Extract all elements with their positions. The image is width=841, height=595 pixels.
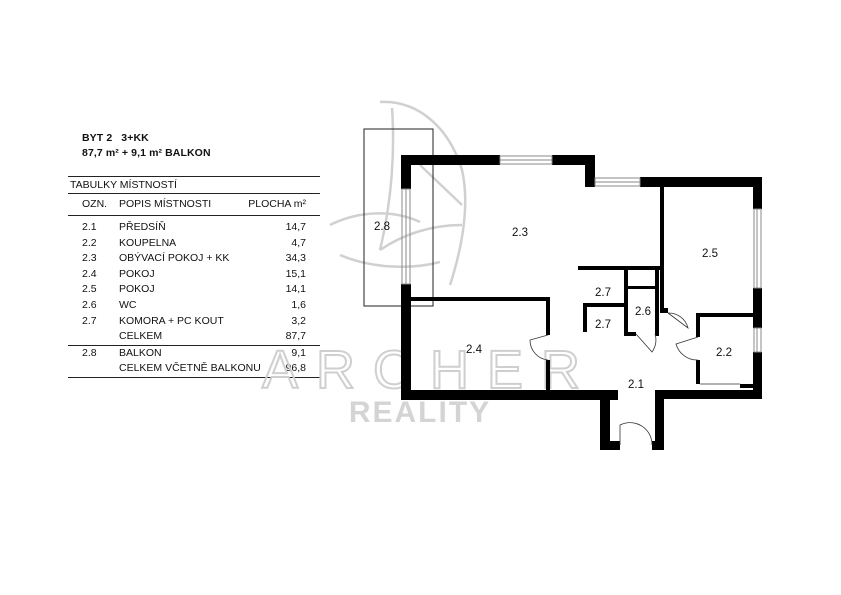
row-name: POKOJ xyxy=(119,283,155,296)
row-name: OBÝVACÍ POKOJ + KK xyxy=(119,252,230,265)
wall xyxy=(624,332,636,336)
room-label-2-2: 2.2 xyxy=(716,347,732,359)
door xyxy=(619,422,653,446)
wall xyxy=(411,297,550,301)
watermark-reality-text: REALITY xyxy=(349,396,491,429)
wall xyxy=(753,352,762,399)
row-id: 2.1 xyxy=(82,221,97,233)
table-row: 2.3 OBÝVACÍ POKOJ + KK 34,3 xyxy=(68,251,320,267)
column-header-area: PLOCHA m² xyxy=(248,198,306,210)
wall xyxy=(583,303,624,307)
table-row-total-with-balcony: CELKEM VČETNĚ BALKONU 96,8 xyxy=(68,361,320,378)
wall xyxy=(401,390,618,400)
table-row: 2.6 WC 1,6 xyxy=(68,298,320,314)
wall xyxy=(696,360,700,384)
wall xyxy=(696,313,753,317)
unit-area: 87,7 m² + 9,1 m² BALKON xyxy=(82,147,211,159)
row-id: 2.3 xyxy=(82,252,97,265)
wall xyxy=(578,266,664,270)
room-label-2-6: 2.6 xyxy=(635,306,651,318)
row-area: 14,7 xyxy=(285,221,306,233)
room-label-2-7-upper: 2.7 xyxy=(595,287,611,299)
row-name: BALKON xyxy=(119,346,162,359)
wall xyxy=(660,308,668,313)
wall xyxy=(624,266,628,336)
door xyxy=(529,334,549,361)
wall xyxy=(628,286,656,289)
wall xyxy=(401,284,411,400)
row-area: 3,2 xyxy=(291,314,306,327)
row-area: 4,7 xyxy=(291,236,306,249)
wall xyxy=(552,155,595,165)
door xyxy=(667,312,689,330)
wall xyxy=(696,313,700,337)
watermark-archer-figure xyxy=(329,100,467,286)
row-id: 2.2 xyxy=(82,236,97,249)
row-id: 2.7 xyxy=(82,314,97,327)
column-header-id: OZN. xyxy=(82,198,108,210)
row-name: CELKEM VČETNĚ BALKONU xyxy=(119,362,261,375)
door xyxy=(635,333,657,353)
column-header-name: POPIS MÍSTNOSTI xyxy=(119,198,212,210)
row-area: 34,3 xyxy=(285,252,306,265)
row-name: KOMORA + PC KOUT xyxy=(119,314,224,327)
unit-title: BYT 2 3+KK xyxy=(82,132,149,144)
row-area: 87,7 xyxy=(285,330,306,343)
table-row-total: CELKEM 87,7 xyxy=(68,329,320,345)
wall xyxy=(401,155,411,189)
row-area: 14,1 xyxy=(285,283,306,296)
row-id: 2.6 xyxy=(82,298,97,311)
room-label-2-7-lower: 2.7 xyxy=(595,319,611,331)
wall xyxy=(546,360,550,392)
row-name: KOUPELNA xyxy=(119,236,177,249)
wall xyxy=(640,177,762,187)
room-label-2-4: 2.4 xyxy=(466,344,483,356)
row-area: 9,1 xyxy=(291,346,306,359)
row-area: 15,1 xyxy=(285,267,306,280)
doors xyxy=(529,312,740,446)
wall xyxy=(600,441,620,450)
table-row: 2.1 PŘEDSÍŇ 14,7 xyxy=(68,220,320,236)
walls xyxy=(401,155,762,450)
wall xyxy=(740,384,753,388)
table-row: 2.2 KOUPELNA 4,7 xyxy=(68,236,320,252)
wall xyxy=(401,155,500,165)
watermark xyxy=(329,100,467,286)
table-header: OZN. POPIS MÍSTNOSTI PLOCHA m² xyxy=(68,194,320,216)
row-name: PŘEDSÍŇ xyxy=(119,221,166,233)
row-id: 2.4 xyxy=(82,267,97,280)
balcony-outline xyxy=(363,128,434,307)
door xyxy=(675,336,699,361)
wall xyxy=(655,266,659,336)
wall xyxy=(546,297,550,335)
table-row: 2.7 KOMORA + PC KOUT 3,2 xyxy=(68,314,320,330)
room-table: TABULKY MÍSTNOSTÍ OZN. POPIS MÍSTNOSTI P… xyxy=(68,176,320,378)
row-name: WC xyxy=(119,298,137,311)
room-label-2-3: 2.3 xyxy=(512,227,528,239)
table-row: 2.5 POKOJ 14,1 xyxy=(68,282,320,298)
wall xyxy=(753,288,762,328)
wall xyxy=(655,390,664,450)
row-area: 96,8 xyxy=(285,362,306,375)
room-label-2-1: 2.1 xyxy=(628,379,644,391)
table-caption: TABULKY MÍSTNOSTÍ xyxy=(68,176,320,194)
table-row: 2.4 POKOJ 15,1 xyxy=(68,267,320,283)
wall xyxy=(753,177,762,209)
row-name: CELKEM xyxy=(119,330,163,343)
wall xyxy=(583,303,587,332)
row-area: 1,6 xyxy=(291,298,306,311)
row-id: 2.5 xyxy=(82,283,97,296)
row-id: 2.8 xyxy=(82,346,97,359)
room-label-2-5: 2.5 xyxy=(702,248,718,260)
wall xyxy=(600,390,610,450)
interior-walls xyxy=(411,186,753,392)
room-label-2-8: 2.8 xyxy=(374,221,390,233)
table-row-balcony: 2.8 BALKON 9,1 xyxy=(68,344,320,362)
row-name: POKOJ xyxy=(119,267,155,280)
windows xyxy=(401,155,762,353)
wall xyxy=(655,390,762,399)
wall xyxy=(660,186,664,313)
wall xyxy=(585,155,595,187)
